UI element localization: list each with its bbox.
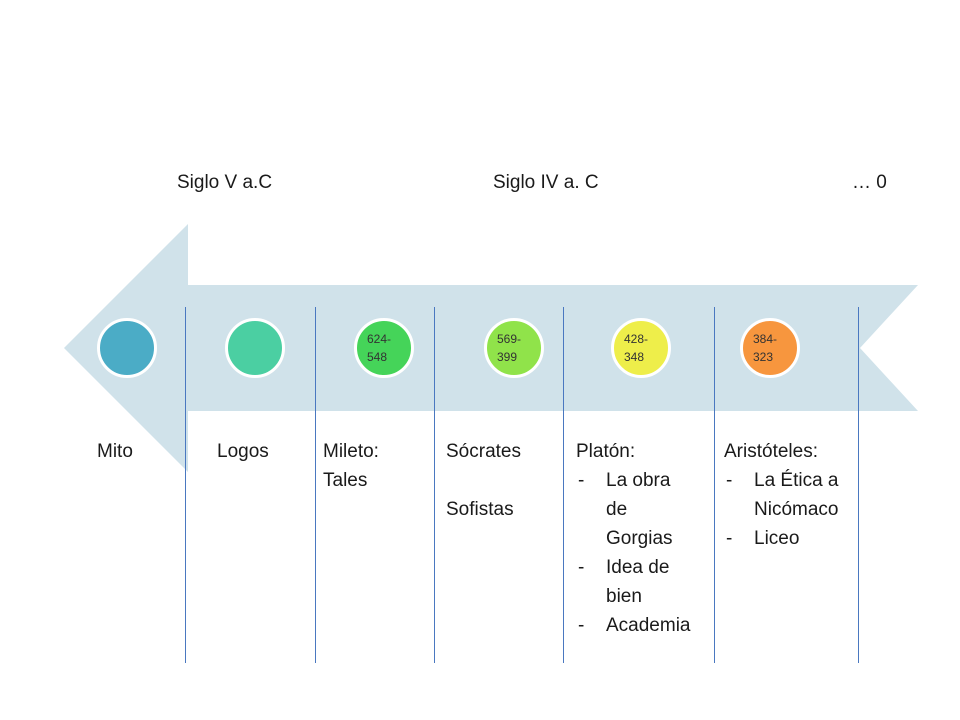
node-platon: 428- 348 — [611, 318, 671, 378]
stage-aristoteles: Aristóteles: La Ética a Nicómaco Liceo — [724, 437, 860, 553]
node-dates: 624- 548 — [367, 332, 392, 364]
divider-line — [714, 307, 715, 663]
node-dates: 569- 399 — [497, 332, 522, 364]
stage-title: Sócrates — [446, 441, 521, 462]
stage-title: Mito — [97, 441, 133, 462]
divider-line — [858, 307, 859, 663]
node-aristoteles: 384- 323 — [740, 318, 800, 378]
stage-title: Platón: — [576, 441, 636, 462]
node-mileto: 624- 548 — [354, 318, 414, 378]
bullet-item: Idea de bien — [576, 553, 680, 611]
node-dates: 384- 323 — [753, 332, 778, 364]
divider-line — [315, 307, 316, 663]
stage-mito: Mito — [97, 437, 133, 466]
stage-bullets: La Ética a Nicómaco Liceo — [724, 466, 860, 553]
bullet-item: La obra de Gorgias — [576, 466, 676, 553]
node-dates: 428- 348 — [624, 332, 649, 364]
divider-line — [434, 307, 435, 663]
stage-bullets: La obra de Gorgias Idea de bien Academia — [576, 466, 712, 640]
divider-line — [185, 307, 186, 663]
era-label-siglo-v: Siglo V a.C — [177, 172, 273, 193]
stage-line: Sofistas — [446, 499, 514, 520]
node-socrates: 569- 399 — [484, 318, 544, 378]
stage-socrates: Sócrates Sofistas — [446, 437, 521, 524]
stage-title: Aristóteles: — [724, 441, 818, 462]
stage-mileto: Mileto: Tales — [323, 437, 379, 495]
stage-title: Logos — [217, 441, 269, 462]
era-label-siglo-iv: Siglo IV a. C — [493, 172, 599, 193]
bullet-item: La Ética a Nicómaco — [724, 466, 854, 524]
node-mito — [97, 318, 157, 378]
stage-logos: Logos — [217, 437, 269, 466]
divider-line — [563, 307, 564, 663]
node-logos — [225, 318, 285, 378]
bullet-item: Liceo — [724, 524, 860, 553]
bullet-item: Academia — [576, 611, 712, 640]
stage-title: Mileto: — [323, 441, 379, 462]
era-label-year-zero: … 0 — [852, 172, 887, 193]
stage-platon: Platón: La obra de Gorgias Idea de bien … — [576, 437, 712, 640]
stage-line: Tales — [323, 470, 368, 491]
